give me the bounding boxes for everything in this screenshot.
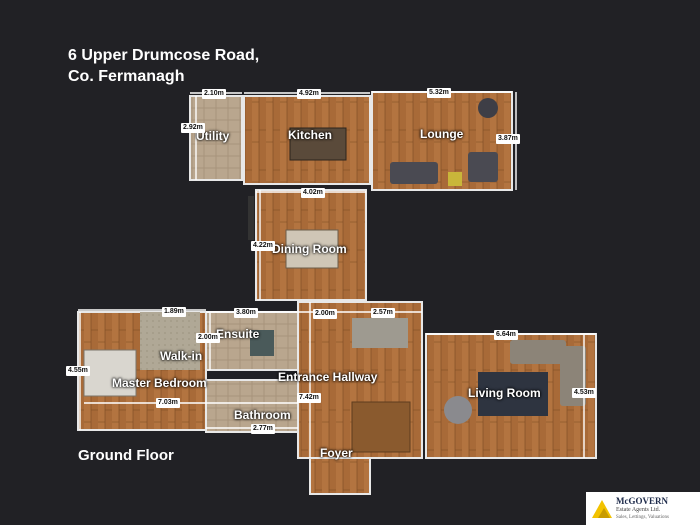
dim-master-depth: 4.55m — [66, 366, 90, 376]
address-line-1: 6 Upper Drumcose Road, — [68, 47, 260, 64]
logo-line2: Sales, Lettings, Valuations — [616, 515, 669, 520]
stairs — [351, 401, 411, 453]
room-label-master-bedroom: Master Bedroom — [112, 376, 207, 390]
lounge-yellow-chair — [448, 172, 462, 186]
living-sofa — [510, 340, 566, 364]
room-label-foyer: Foyer — [320, 446, 353, 460]
logo-name: McGOVERN — [616, 496, 668, 506]
room-label-entrance-hallway: Entrance Hallway — [278, 370, 378, 384]
foyer-floor — [309, 457, 371, 495]
utility-floor — [189, 95, 243, 181]
dim-ensuite-width: 3.80m — [234, 308, 258, 318]
dim-ensuite-depth: 2.00m — [196, 333, 220, 343]
dim-utility-width: 2.10m — [202, 89, 226, 99]
room-label-bathroom: Bathroom — [234, 408, 291, 422]
dim-hall-width: 2.00m — [313, 309, 337, 319]
living-chair — [444, 396, 472, 424]
room-label-lounge: Lounge — [420, 127, 464, 141]
kitchen-island — [289, 127, 347, 161]
dining-table — [285, 229, 339, 269]
logo-mark-icon — [592, 500, 612, 518]
room-label-walk-in: Walk-in — [160, 349, 203, 363]
room-label-dining-room: Dining Room — [272, 242, 347, 256]
dim-kitchen-width: 4.92m — [297, 89, 321, 99]
dining-radiator — [248, 196, 254, 240]
dim-hall-upper: 2.57m — [371, 308, 395, 318]
room-label-kitchen: Kitchen — [288, 128, 333, 142]
hall-seating — [352, 318, 408, 348]
room-label-ensuite: Ensuite — [216, 327, 260, 341]
dim-walkin-width: 1.89m — [162, 307, 186, 317]
dim-hall-depth: 7.42m — [297, 393, 321, 403]
dim-master-width: 7.03m — [156, 398, 180, 408]
room-label-living-room: Living Room — [468, 386, 541, 400]
dim-utility-depth: 2.92m — [181, 123, 205, 133]
logo-line1: Estate Agents Ltd. — [616, 507, 661, 513]
lounge-sofa — [390, 162, 438, 184]
dim-lounge-width: 5.32m — [427, 88, 451, 98]
walkin-floor — [140, 312, 200, 370]
floor-label: Ground Floor — [78, 447, 174, 464]
dim-living-depth: 4.53m — [572, 388, 596, 398]
master-bed — [83, 349, 137, 397]
dim-living-width: 6.64m — [494, 330, 518, 340]
dim-dining-width: 4.02m — [301, 188, 325, 198]
living-rug — [478, 372, 548, 416]
ensuite-shower — [250, 330, 274, 356]
dim-lounge-depth: 3.87m — [496, 134, 520, 144]
dim-bathroom-width: 2.77m — [251, 424, 275, 434]
agent-logo: McGOVERN Estate Agents Ltd. Sales, Letti… — [586, 492, 700, 525]
dim-dining-depth: 4.22m — [251, 241, 275, 251]
lounge-chair — [478, 98, 498, 118]
lounge-sofa-right — [468, 152, 498, 182]
address-line-2: Co. Fermanagh — [68, 68, 185, 85]
